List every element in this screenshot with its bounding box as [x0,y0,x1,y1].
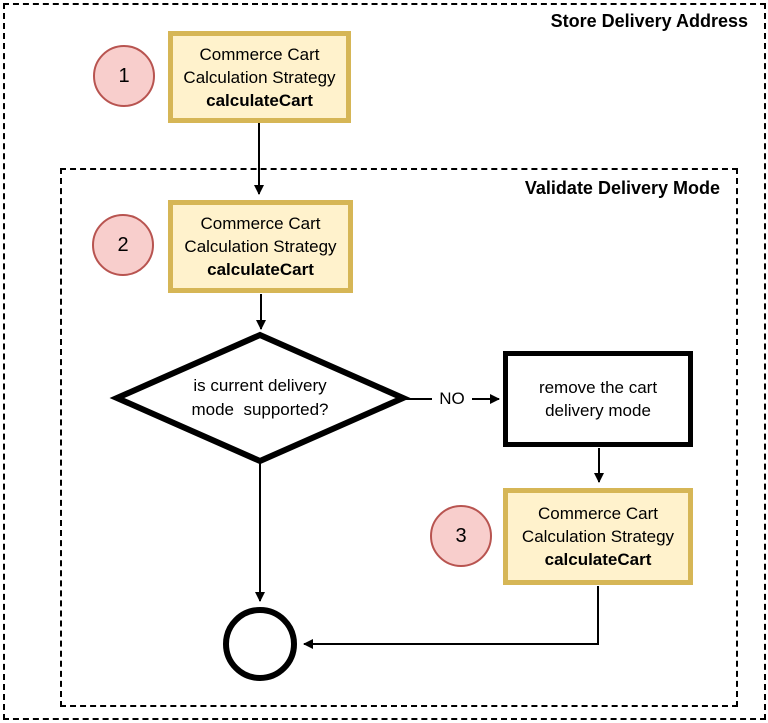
step-2-method: calculateCart [207,260,314,279]
store-delivery-address-region-label: Store Delivery Address [550,11,748,31]
step-2-line1: Commerce Cart [200,214,321,233]
validate-delivery-mode-region-label: Validate Delivery Mode [524,178,720,198]
step-3-badge-number: 3 [455,524,467,547]
step-3-method: calculateCart [544,550,652,569]
step-1-method: calculateCart [206,90,313,110]
remove-delivery-mode-box: remove the cart delivery mode [503,351,693,447]
step-2-badge: 2 [92,214,154,276]
validate-delivery-mode-region [60,168,738,707]
decision-diamond [109,331,411,465]
step-1-line2: Calculation Strategy [183,67,336,87]
no-edge-label: NO [432,389,472,409]
edge-step3-to-end [303,586,599,649]
decision-label: is current delivery mode supported? [191,376,329,419]
step-1-box: Commerce Cart Calculation Strategy calcu… [168,31,351,123]
step-1-badge-number: 1 [118,64,130,87]
process-line2: delivery mode [545,401,651,420]
end-terminal-circle [223,607,297,681]
step-1-badge: 1 [93,45,155,107]
step-3-line1: Commerce Cart [538,504,658,523]
step-2-line2: Calculation Strategy [184,237,337,256]
step-3-line2: Calculation Strategy [521,527,675,546]
step-3-badge: 3 [430,505,492,567]
step-3-box: Commerce Cart Calculation Strategy calcu… [503,488,693,585]
process-line1: remove the cart [538,378,658,397]
step-1-line1: Commerce Cart [199,44,320,64]
step-2-box: Commerce Cart Calculation Strategy calcu… [168,200,353,293]
step-2-badge-number: 2 [117,233,129,256]
store-delivery-address-region [3,3,766,720]
